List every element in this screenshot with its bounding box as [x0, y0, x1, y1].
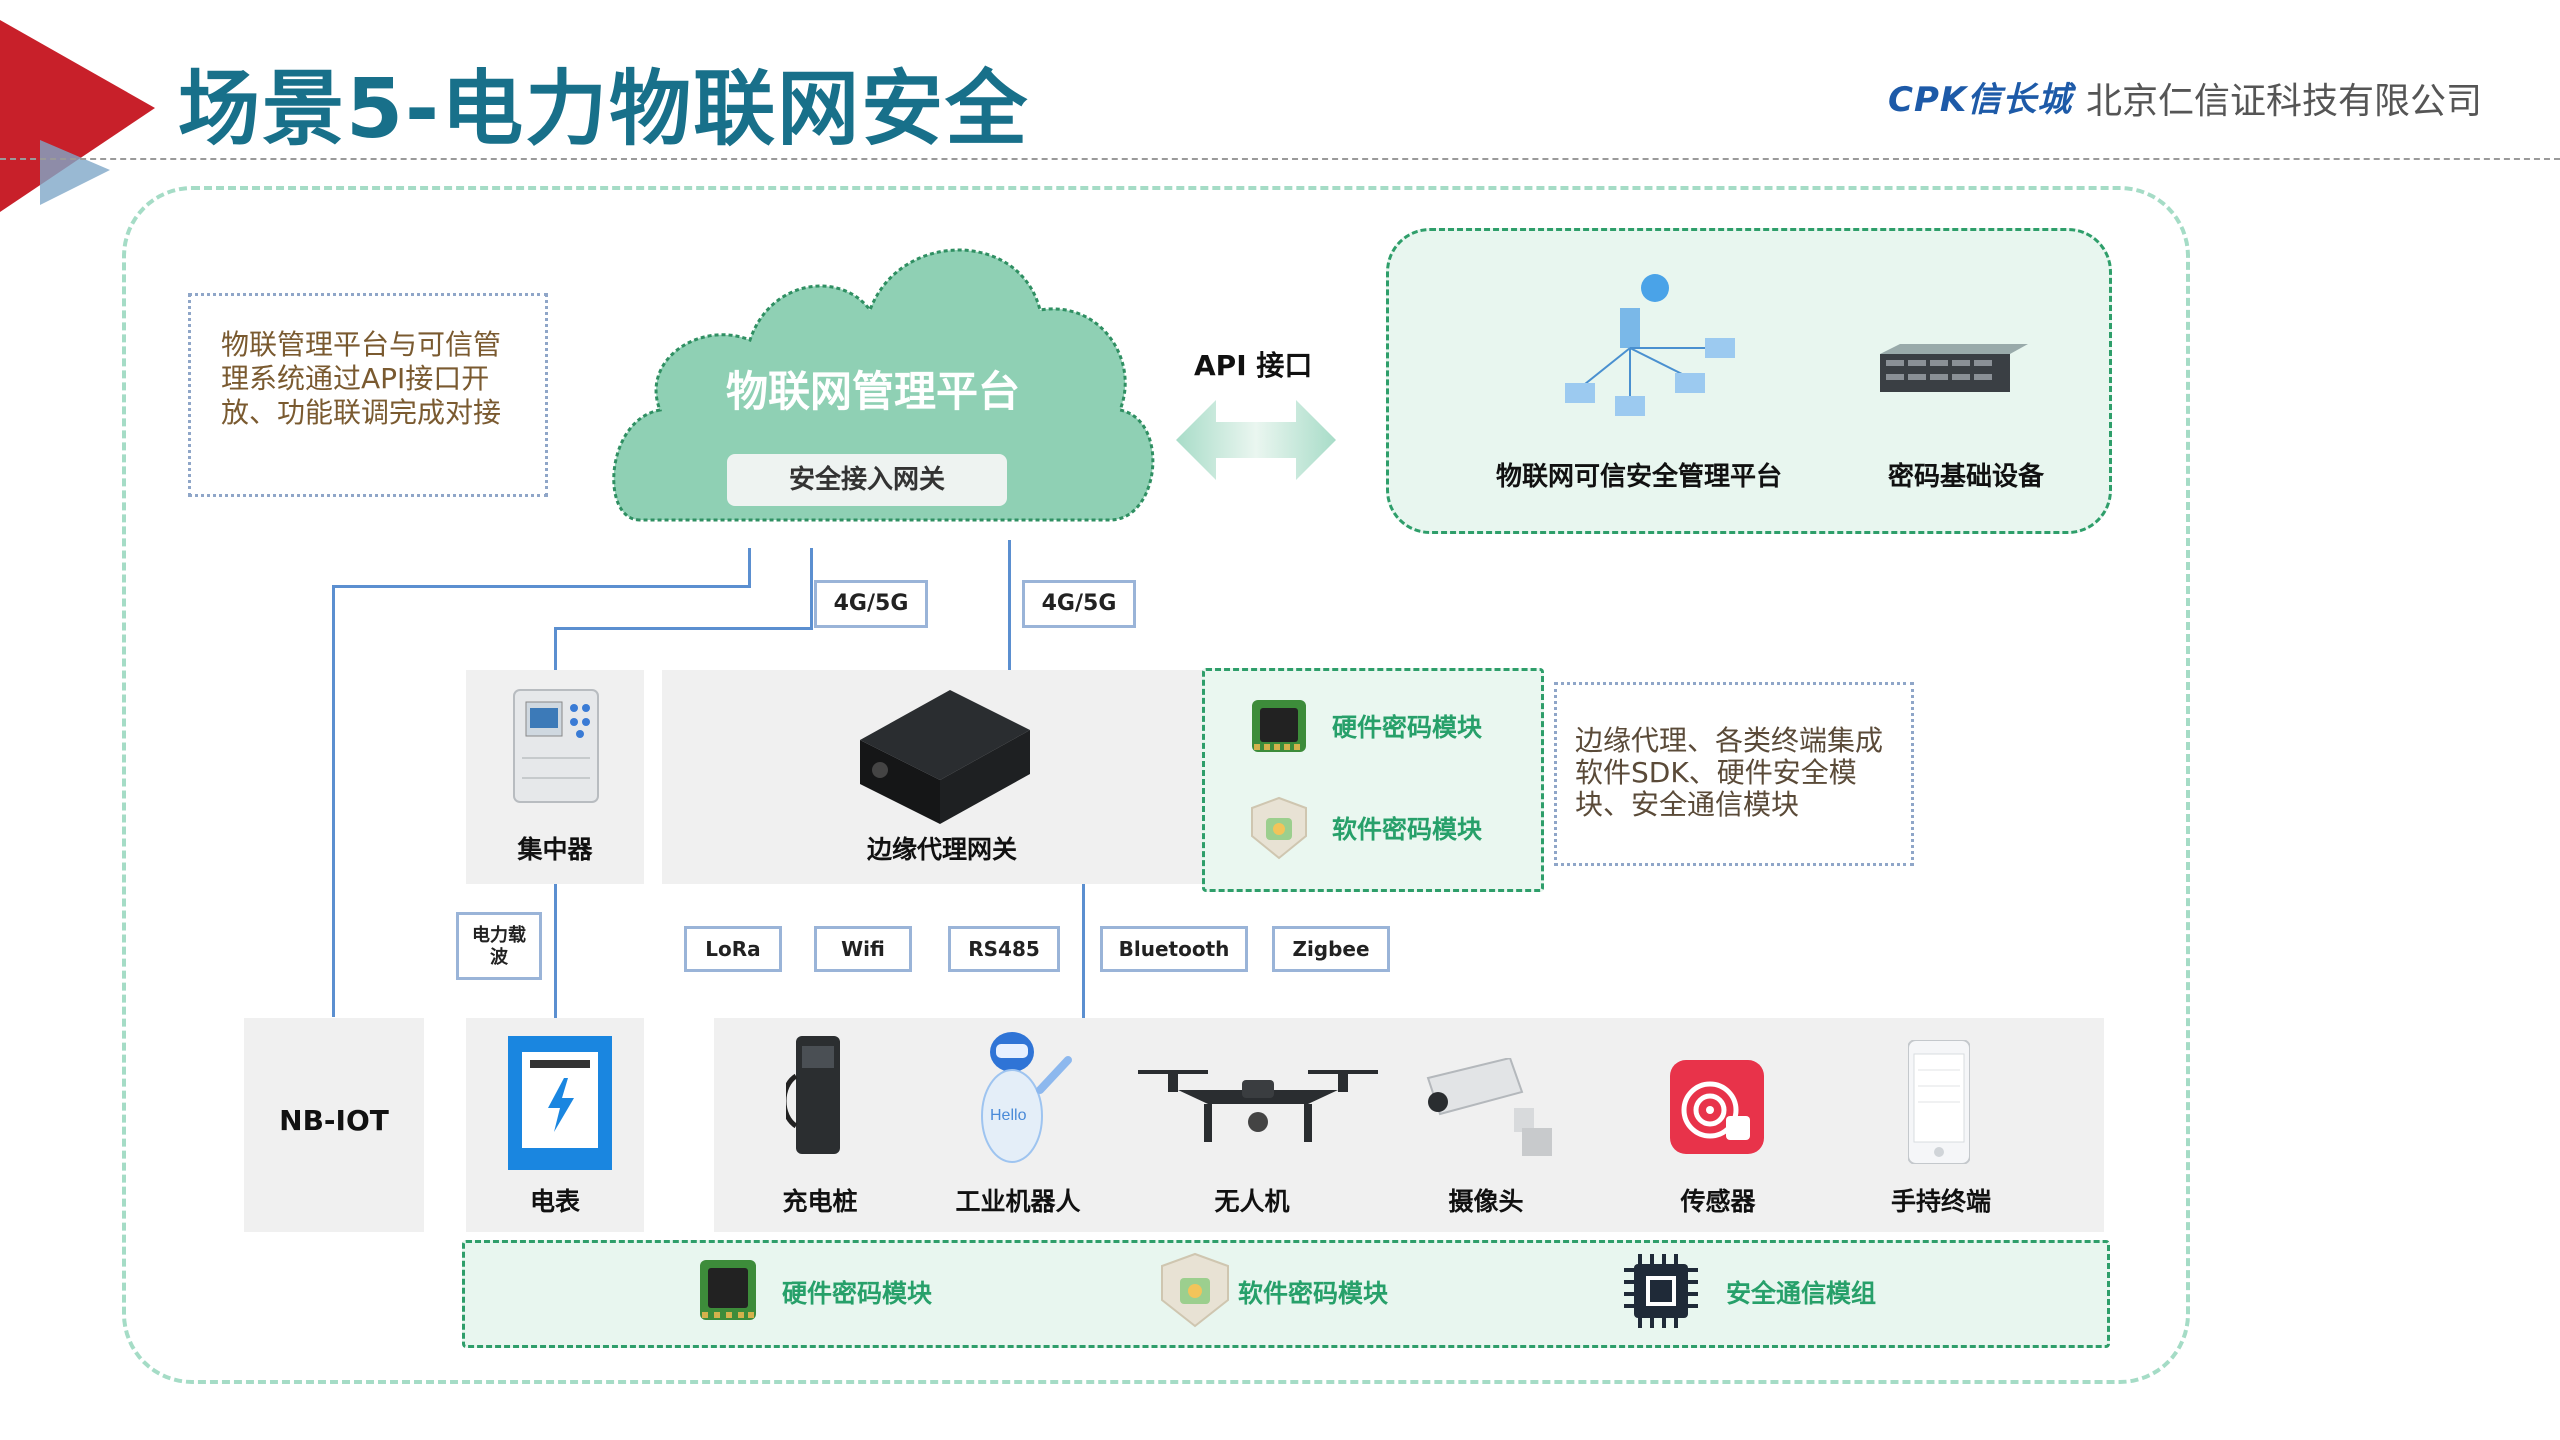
server-icon: [1880, 344, 2028, 392]
handheld-terminal-icon: [1908, 1040, 1970, 1164]
hardware-chip-icon: [1252, 700, 1306, 752]
concentrator-icon: [513, 689, 599, 803]
line-cloud-edge: [1008, 540, 1011, 672]
camera-icon: [1426, 1058, 1552, 1156]
terminal-label-handheld: 手持终端: [1890, 1187, 1991, 1216]
terminals-card: [714, 1018, 2104, 1232]
diagram-frame: [122, 186, 2190, 1384]
line-cloud-mid: [810, 548, 813, 628]
robot-screen-text: Hello: [990, 1107, 1027, 1124]
charging-pile-icon: [786, 1036, 840, 1154]
line-cloud-left: [748, 548, 751, 586]
network-tag-4g5g-1: 4G/5G: [814, 580, 928, 628]
edge-gateway-label: 边缘代理网关: [866, 835, 1017, 864]
meter-label: 电表: [529, 1187, 580, 1216]
edge-software-crypto-label: 软件密码模块: [1332, 815, 1483, 844]
bottom-communication-module-label: 安全通信模组: [1726, 1279, 1877, 1308]
crypto-device-label: 密码基础设备: [1888, 462, 2045, 492]
edge-note: 边缘代理、各类终端集成软件SDK、硬件安全模块、安全通信模块: [1554, 682, 1914, 866]
cloud-shape: [612, 248, 1155, 522]
secure-gateway-label: 安全接入网关: [727, 454, 1007, 506]
meter-icon: [508, 1036, 612, 1170]
nbiot-label: NB-IOT: [279, 1104, 389, 1137]
line-concentrator-down: [554, 627, 557, 671]
line-concentrator-top: [554, 627, 813, 630]
protocol-tag-bluetooth: Bluetooth: [1100, 926, 1248, 972]
edge-hardware-crypto-label: 硬件密码模块: [1332, 713, 1483, 742]
line-nbiot-down: [332, 585, 335, 1017]
page-title: 场景5-电力物联网安全: [178, 62, 1030, 157]
concentrator-label: 集中器: [517, 835, 593, 864]
network-tag-4g5g-2: 4G/5G: [1022, 580, 1136, 628]
bottom-software-crypto-label: 软件密码模块: [1238, 1279, 1389, 1308]
network-topology-icon: [1565, 274, 1735, 416]
header-divider: [0, 158, 2560, 160]
protocol-tag-rs485: RS485: [948, 926, 1060, 972]
bottom-hardware-chip-icon: [700, 1260, 756, 1320]
terminal-label-camera: 摄像头: [1448, 1187, 1524, 1216]
line-nbiot-top: [332, 585, 751, 588]
edge-gateway-icon: [860, 690, 1030, 824]
line-edge-terminals: [1082, 884, 1085, 1020]
integration-note: 物联管理平台与可信管理系统通过API接口开放、功能联调完成对接: [188, 293, 548, 497]
header-decoration: [0, 20, 155, 212]
terminal-label-sensor: 传感器: [1680, 1187, 1756, 1216]
plc-tag: 电力载波: [456, 912, 542, 980]
api-label: API 接口: [1194, 349, 1313, 382]
edge-note-text: 边缘代理、各类终端集成软件SDK、硬件安全模块、安全通信模块: [1575, 724, 1884, 821]
protocol-tag-lora: LoRa: [684, 926, 782, 972]
nbiot-card: [244, 1018, 424, 1232]
integration-note-text: 物联管理平台与可信管理系统通过API接口开放、功能联调完成对接: [221, 328, 502, 429]
terminal-label-charging-pile: 充电桩: [782, 1187, 858, 1216]
company-logo: CPK信长城: [1888, 80, 2073, 120]
cloud-title: 物联网管理平台: [726, 367, 1021, 416]
terminal-label-drone: 无人机: [1214, 1187, 1290, 1216]
bottom-software-crypto-icon: [1161, 1252, 1229, 1328]
protocol-tag-wifi: Wifi: [814, 926, 912, 972]
communication-chip-icon: [1624, 1254, 1698, 1328]
terminal-label-industrial-robot: 工业机器人: [955, 1187, 1081, 1216]
line-concentrator-meter: [554, 884, 557, 1020]
company-name: 北京仁信证科技有限公司: [2086, 81, 2483, 122]
drone-icon: [1138, 1070, 1378, 1142]
bidirectional-arrow-icon: [1176, 400, 1336, 480]
software-crypto-icon: [1251, 796, 1307, 860]
protocol-tag-zigbee: Zigbee: [1272, 926, 1390, 972]
trusted-platform-label: 物联网可信安全管理平台: [1496, 462, 1783, 492]
bottom-hardware-crypto-label: 硬件密码模块: [782, 1279, 933, 1308]
robot-icon: Hello: [981, 1032, 1072, 1163]
sensor-icon: [1670, 1060, 1764, 1154]
